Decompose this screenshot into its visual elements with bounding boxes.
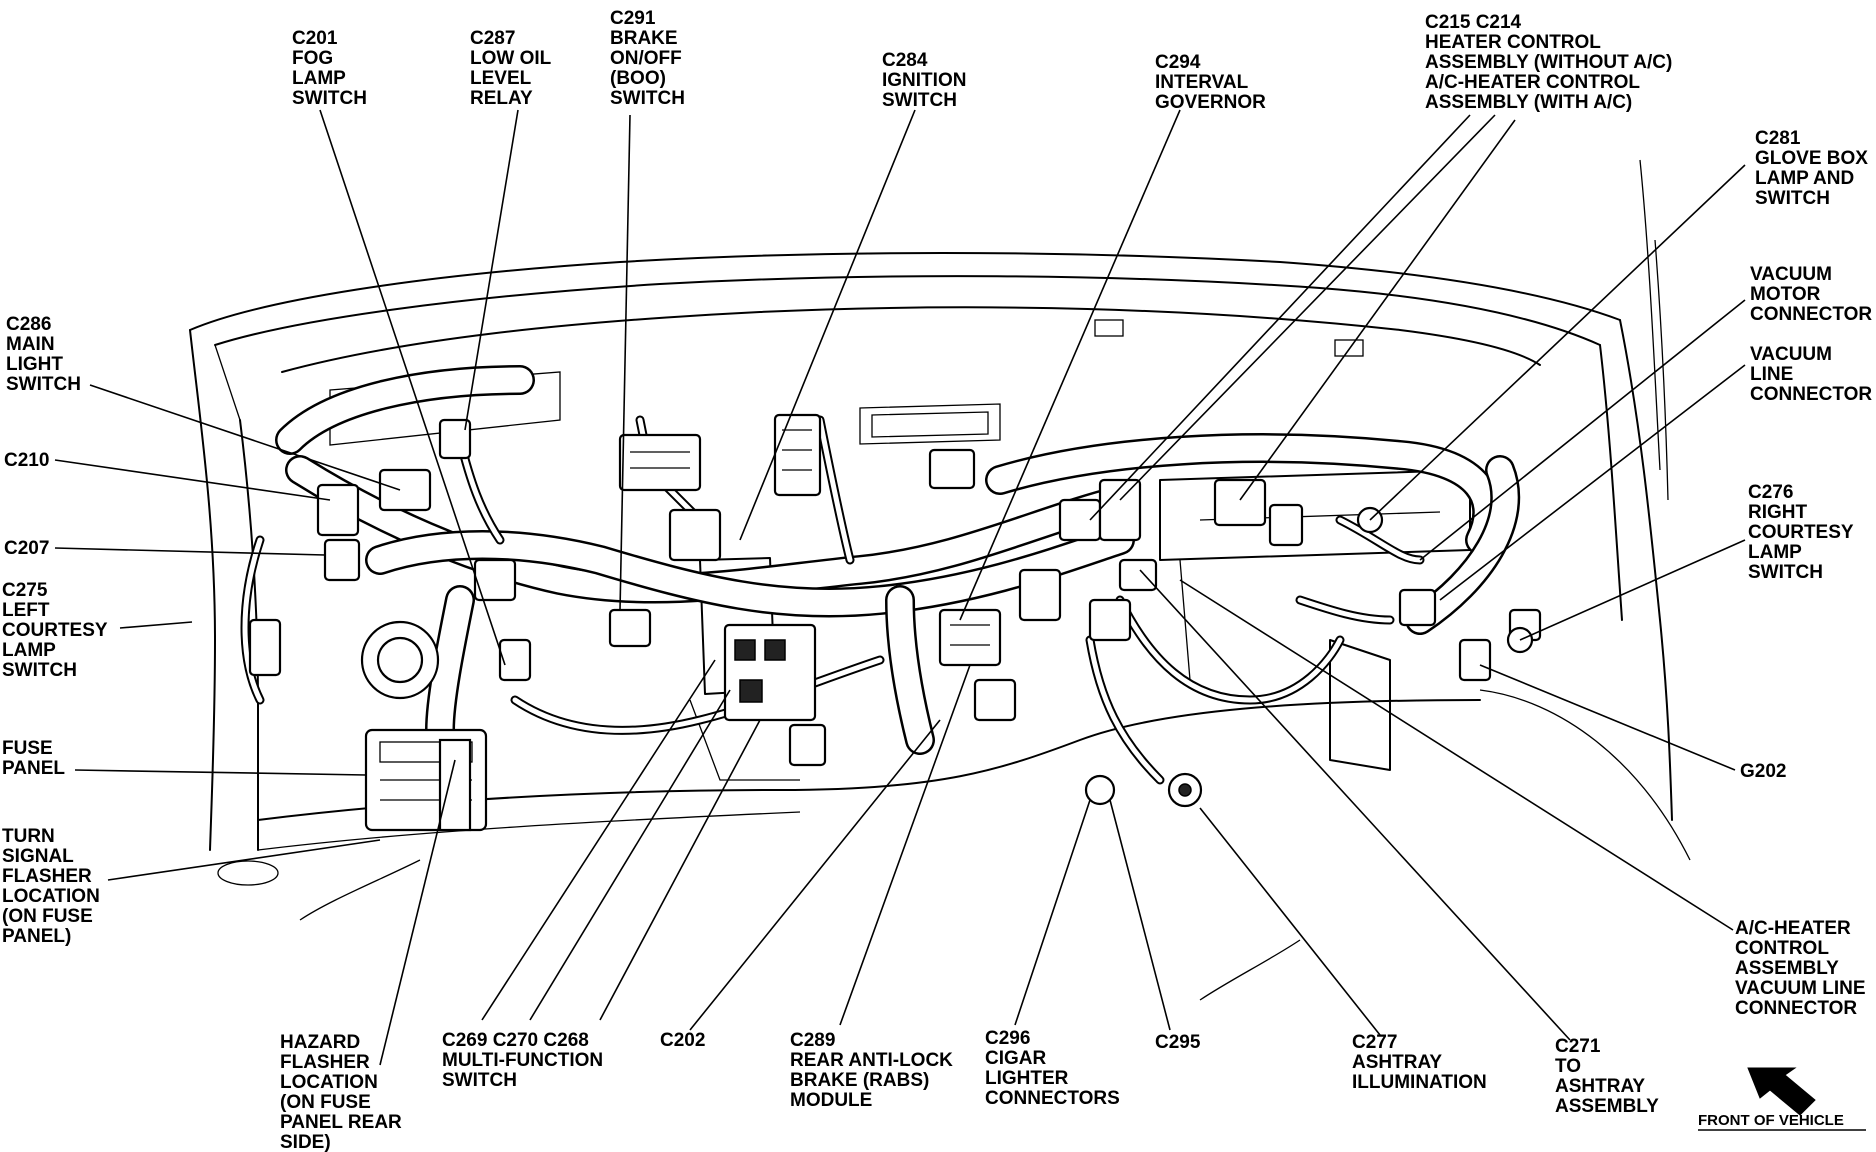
front-of-vehicle-label: FRONT OF VEHICLE — [1698, 1112, 1844, 1129]
leader-c296 — [1014, 799, 1091, 1026]
leader-c291 — [619, 114, 631, 611]
leader-c275 — [119, 621, 193, 629]
leader-c269 — [481, 659, 716, 1021]
leader-c207 — [54, 547, 326, 556]
leader-c286 — [89, 384, 401, 491]
dashboard-illustration — [189, 159, 1691, 1001]
label-g202: G202 — [1740, 761, 1786, 782]
leader-c281 — [1369, 164, 1746, 521]
label-hazard-flasher: HAZARD FLASHER LOCATION (ON FUSE PANEL R… — [280, 1032, 407, 1152]
label-c210: C210 — [4, 450, 49, 471]
label-c286: C286 MAIN LIGHT SWITCH — [6, 314, 81, 395]
leader-c276 — [1519, 539, 1746, 641]
leader-vac-line — [1439, 364, 1746, 601]
label-ac-heater-vacuum-line: A/C-HEATER CONTROL ASSEMBLY VACUUM LINE … — [1735, 918, 1871, 1019]
leader-lines — [54, 109, 1746, 1066]
label-c294: C294 INTERVAL GOVERNOR — [1155, 52, 1266, 113]
leader-hazard — [379, 759, 456, 1066]
leader-c202 — [689, 719, 941, 1031]
label-c291: C291 BRAKE ON/OFF (BOO) SWITCH — [610, 8, 687, 109]
leader-c295 — [1109, 799, 1171, 1031]
leader-c287 — [464, 109, 519, 431]
leader-ac-vac — [1179, 579, 1734, 931]
label-c289-rabs-module: C289 REAR ANTI-LOCK BRAKE (RABS) MODULE — [790, 1030, 958, 1111]
label-turn-signal-flasher: TURN SIGNAL FLASHER LOCATION (ON FUSE PA… — [2, 826, 105, 947]
leader-c215 — [1089, 114, 1471, 521]
label-multi-function-switch: C269 C270 C268 MULTI-FUNCTION SWITCH — [442, 1030, 608, 1091]
label-c295: C295 — [1155, 1032, 1201, 1053]
label-c271-ashtray-assembly: C271 TO ASHTRAY ASSEMBLY — [1555, 1036, 1659, 1117]
label-c277-ashtray-illumination: C277 ASHTRAY ILLUMINATION — [1352, 1032, 1487, 1093]
leader-c201 — [319, 109, 506, 666]
leader-turn — [107, 839, 381, 881]
leader-c289 — [839, 664, 971, 1026]
leader-c270 — [529, 689, 731, 1021]
leader-c277 — [1199, 807, 1381, 1036]
label-c296-cigar-lighter: C296 CIGAR LIGHTER CONNECTORS — [985, 1028, 1120, 1109]
connectors — [248, 413, 1542, 832]
label-c276: C276 RIGHT COURTESY LAMP SWITCH — [1748, 482, 1859, 583]
front-arrow-icon — [1747, 1067, 1816, 1116]
label-c281: C281 GLOVE BOX LAMP AND SWITCH — [1755, 128, 1873, 209]
leader-c215-b — [1239, 119, 1516, 501]
leader-c294 — [959, 109, 1181, 621]
leader-c210 — [54, 459, 331, 501]
leader-c268 — [599, 719, 761, 1021]
leader-c284 — [739, 109, 916, 541]
label-c201: C201 FOG LAMP SWITCH — [292, 28, 367, 109]
leader-c214 — [1119, 114, 1496, 501]
leader-g202 — [1479, 664, 1736, 771]
label-c215-c214: C215 C214 HEATER CONTROL ASSEMBLY (WITHO… — [1425, 12, 1678, 113]
front-of-vehicle-indicator: FRONT OF VEHICLE — [1698, 1067, 1866, 1131]
label-c284: C284 IGNITION SWITCH — [882, 50, 972, 111]
leader-c271 — [1139, 569, 1571, 1041]
label-vacuum-line-connector: VACUUM LINE CONNECTOR — [1750, 344, 1872, 405]
label-c287: C287 LOW OIL LEVEL RELAY — [470, 28, 556, 109]
label-c275: C275 LEFT COURTESY LAMP SWITCH — [2, 580, 113, 681]
leader-vac-motor — [1419, 299, 1746, 561]
wire-harness — [240, 365, 1521, 785]
callout-labels: C201 FOG LAMP SWITCH C287 LOW OIL LEVEL … — [2, 8, 1873, 1152]
label-fuse-panel: FUSE PANEL — [2, 738, 65, 779]
label-c207: C207 — [4, 538, 49, 559]
leader-fuse — [74, 769, 367, 776]
label-vacuum-motor-connector: VACUUM MOTOR CONNECTOR — [1750, 264, 1872, 325]
label-c202: C202 — [660, 1030, 705, 1051]
